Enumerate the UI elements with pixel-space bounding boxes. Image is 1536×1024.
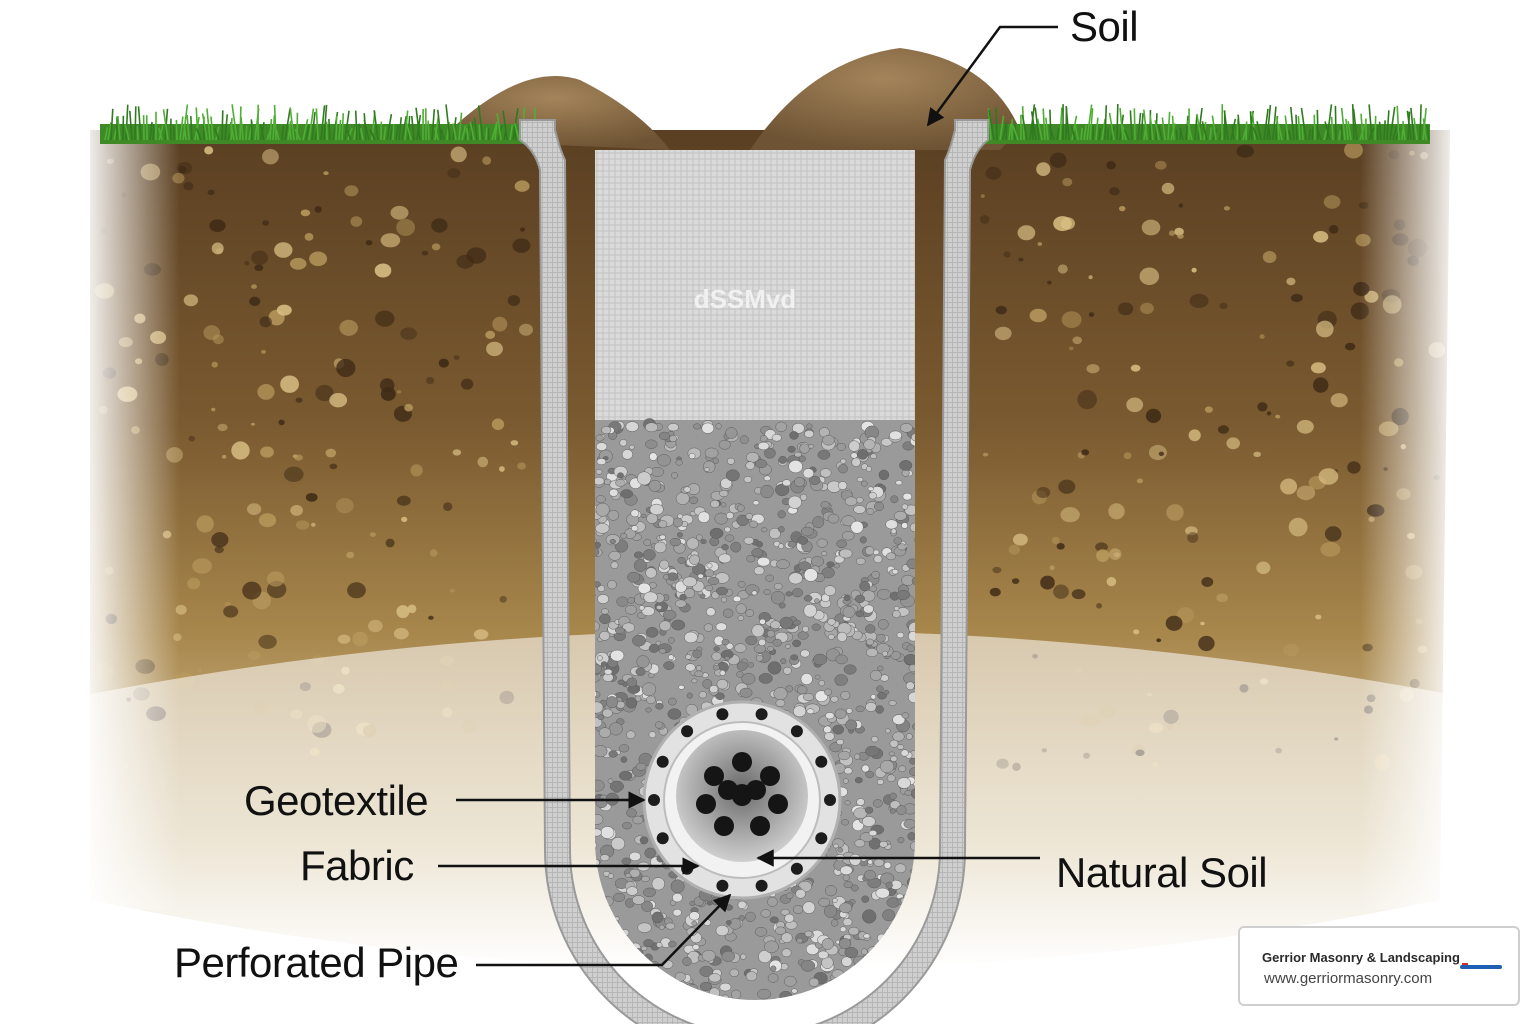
watermark-url: www.gerriormasonry.com (1264, 970, 1433, 987)
perforated-pipe-label: Perforated Pipe (174, 939, 459, 986)
leader-lines (438, 25, 1058, 967)
soil-label: Soil (1070, 3, 1139, 50)
pipe-inner-holes (696, 752, 788, 836)
fabric-print-text: dSSMvd (694, 284, 797, 314)
geotextile-label: Geotextile (244, 777, 429, 824)
fabric-label: Fabric (300, 842, 414, 889)
perforated-pipe-leader (476, 893, 732, 967)
watermark-badge: Gerrior Masonry & Landscaping www.gerrio… (1238, 926, 1520, 1006)
watermark-company-name: Gerrior Masonry & Landscaping (1262, 950, 1460, 965)
perforated-pipe (642, 700, 842, 900)
soil-leader (926, 25, 1058, 127)
trench-liner (519, 119, 989, 1024)
grass-blades (104, 104, 1430, 141)
grass-layer (100, 104, 1430, 144)
natural-soil-label: Natural Soil (1056, 849, 1268, 896)
company-logo-icon (1460, 963, 1502, 969)
